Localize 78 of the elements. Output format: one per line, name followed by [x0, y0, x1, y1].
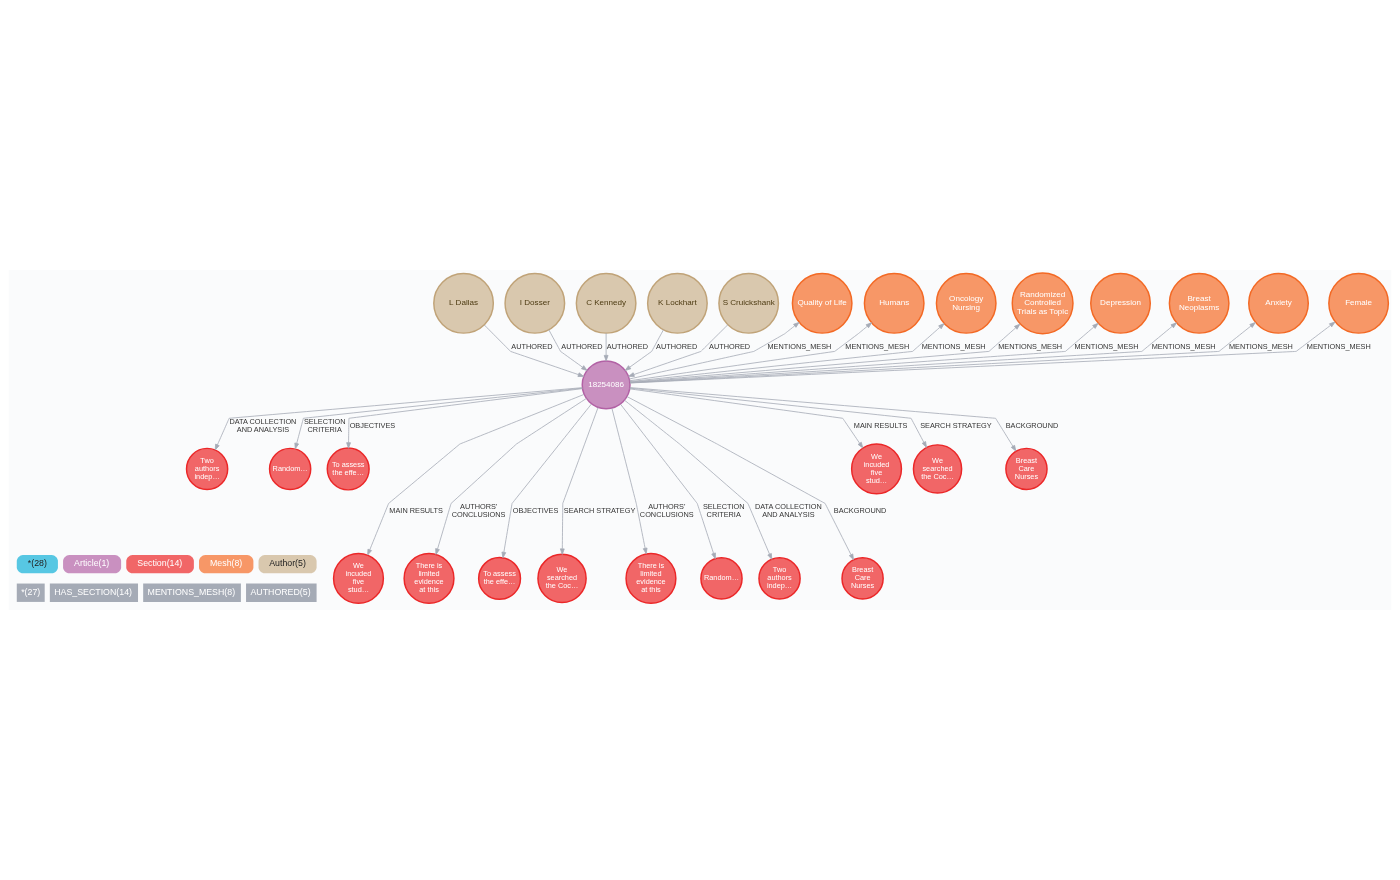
edge-label: AUTHORS' CONCLUSIONS	[639, 502, 694, 520]
arrow	[483, 324, 585, 377]
edge-label: MENTIONS_MESH	[1228, 342, 1293, 352]
edge-label: AUTHORS' CONCLUSIONS	[451, 502, 506, 520]
arrow	[294, 387, 583, 450]
node-circle: S Cruickshank	[718, 272, 780, 334]
arrow	[629, 388, 864, 449]
legend-label: HAS_SECTION(14)	[54, 587, 132, 598]
edge-label: AUTHORED	[709, 342, 751, 352]
node-circle: We incuded five stud…	[332, 552, 385, 605]
edge-label: MENTIONS_MESH	[767, 342, 832, 352]
edge-label: MENTIONS_MESH	[998, 342, 1063, 352]
edge-label: BACKGROUND	[833, 506, 887, 516]
arrow	[624, 399, 773, 560]
arrow	[214, 387, 583, 451]
arrow	[629, 322, 800, 380]
legend-label: Article(1)	[74, 558, 110, 569]
arrow	[548, 329, 588, 371]
arrow	[611, 407, 648, 555]
edge-label: BACKGROUND	[1005, 421, 1059, 431]
arrow	[629, 323, 1021, 383]
arrow	[629, 322, 872, 382]
legend-label: Mesh(8)	[210, 558, 243, 569]
edge-label: DATA COLLECTION AND ANALYSIS	[229, 417, 297, 435]
arrow	[620, 403, 716, 560]
node-circle: L Dallas	[433, 272, 495, 334]
edge-label: SEARCH STRATEGY	[563, 506, 636, 516]
arrow	[629, 323, 945, 382]
node-circle: We searched the Coc…	[912, 444, 963, 494]
node-circle: I Dosser	[504, 272, 566, 334]
edge-label: DATA COLLECTION AND ANALYSIS	[754, 502, 822, 520]
edge-label: AUTHORED	[606, 342, 648, 352]
edge-label: AUTHORED	[561, 342, 603, 352]
edge-label: MENTIONS_MESH	[1074, 342, 1139, 352]
node-circle: C Kennedy	[575, 272, 637, 334]
arrow	[628, 324, 729, 377]
arrow	[346, 388, 583, 449]
edge-label: OBJECTIVES	[349, 421, 396, 431]
arrow	[629, 387, 927, 448]
edge-label: SELECTION CRITERIA	[303, 417, 346, 435]
arrow	[367, 394, 585, 556]
edge-label: MENTIONS_MESH	[845, 342, 910, 352]
legend-label: AUTHORED(5)	[250, 587, 311, 598]
node-circle: Random…	[700, 557, 743, 600]
legend-label: Section(14)	[137, 558, 183, 569]
arrow	[629, 322, 1099, 383]
arrow	[435, 398, 587, 555]
edge-label: MAIN RESULTS	[853, 421, 908, 431]
edge-label: MENTIONS_MESH	[1306, 342, 1371, 352]
edge-label: AUTHORED	[511, 342, 553, 352]
arrow	[624, 329, 664, 371]
node-circle: Two authors indep…	[185, 447, 229, 491]
node-circle: Two authors indep…	[758, 557, 801, 600]
arrow	[603, 332, 609, 362]
node-circle: There is limited evidence at this	[403, 552, 455, 605]
node-circle: Breast Care Nurses	[841, 557, 884, 600]
legend-label: Author(5)	[269, 558, 306, 569]
legend-label: *(27)	[21, 587, 41, 598]
node-circle: Random…	[268, 447, 312, 491]
edge-label: SEARCH STRATEGY	[920, 421, 992, 431]
edge-label: MAIN RESULTS	[389, 506, 443, 516]
edge-label: MENTIONS_MESH	[1151, 342, 1216, 352]
edge-label: OBJECTIVES	[512, 506, 559, 516]
node-circle: We searched the Coc…	[537, 553, 587, 604]
arrow	[629, 387, 1017, 452]
arrow	[626, 396, 854, 561]
node-circle: There is limited evidence at this	[625, 552, 677, 605]
node-circle: To assess the effe…	[477, 556, 522, 601]
legend-label: *(28)	[27, 558, 47, 569]
node-circle: K Lockhart	[646, 272, 708, 334]
arrow	[501, 403, 592, 559]
edge-label: AUTHORED	[656, 342, 698, 352]
edge-label: SELECTION CRITERIA	[702, 502, 745, 520]
node-circle: To assess the effe…	[326, 447, 370, 491]
node-circle: Breast Care Nurses	[1005, 447, 1048, 491]
arrow	[560, 407, 599, 555]
legend-label: MENTIONS_MESH(8)	[147, 587, 236, 598]
edge-label: MENTIONS_MESH	[921, 342, 986, 352]
